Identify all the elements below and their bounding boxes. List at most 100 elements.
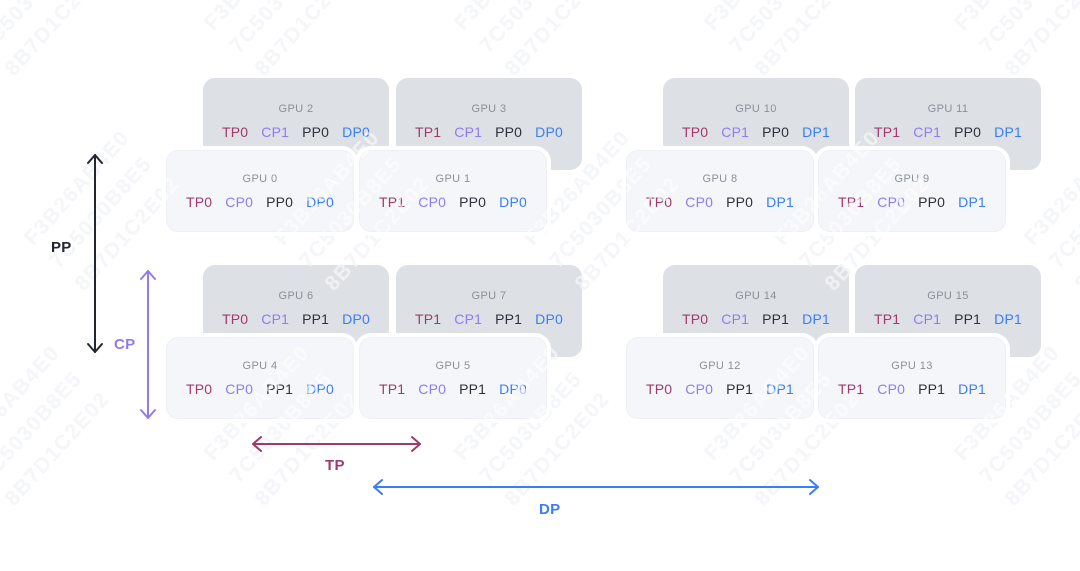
cp-rank-tag: CP0 xyxy=(225,193,254,210)
tp-rank-tag: TP1 xyxy=(378,193,406,210)
gpu-card-12: GPU 12 TP0 CP0 PP1 DP1 xyxy=(626,337,814,419)
rank-tags: TP1 CP1 PP1 DP1 xyxy=(874,311,1022,327)
cp-rank-tag: CP0 xyxy=(877,193,906,210)
cp-rank-tag: CP0 xyxy=(418,380,447,397)
gpu-card-title: GPU 7 xyxy=(471,289,507,302)
tp-rank-tag: TP1 xyxy=(414,310,442,327)
dp-axis-arrow xyxy=(373,479,819,495)
tp-rank-tag: TP0 xyxy=(185,193,213,210)
tp-rank-tag: TP1 xyxy=(378,380,406,397)
dp-rank-tag: DP1 xyxy=(802,310,831,327)
pp-rank-tag: PP0 xyxy=(495,123,523,140)
cp-rank-tag: CP1 xyxy=(721,123,750,140)
pp-rank-tag: PP0 xyxy=(302,123,330,140)
rank-tags: TP1 CP0 PP0 DP1 xyxy=(838,194,986,210)
dp-rank-tag: DP1 xyxy=(994,310,1023,327)
rank-tags: TP1 CP0 PP1 DP1 xyxy=(838,381,986,397)
gpu-card-title: GPU 5 xyxy=(435,359,471,372)
rank-tags: TP0 CP0 PP0 DP1 xyxy=(646,194,794,210)
tp-rank-tag: TP1 xyxy=(837,380,865,397)
pp-rank-tag: PP0 xyxy=(954,123,982,140)
pp-rank-tag: PP1 xyxy=(918,380,946,397)
tp-rank-tag: TP0 xyxy=(185,380,213,397)
dp-rank-tag: DP0 xyxy=(535,123,564,140)
pp-rank-tag: PP1 xyxy=(459,380,487,397)
rank-tags: TP0 CP0 PP1 DP0 xyxy=(186,381,334,397)
cp-rank-tag: CP1 xyxy=(261,123,290,140)
gpu-card-5: GPU 5 TP1 CP0 PP1 DP0 xyxy=(359,337,547,419)
dp-rank-tag: DP0 xyxy=(342,123,371,140)
cp-rank-tag: CP1 xyxy=(913,123,942,140)
dp-axis-label: DP xyxy=(539,501,561,518)
rank-tags: TP0 CP1 PP0 DP0 xyxy=(222,124,370,140)
dp-rank-tag: DP1 xyxy=(802,123,831,140)
gpu-card-title: GPU 13 xyxy=(891,359,933,372)
tp-rank-tag: TP0 xyxy=(645,193,673,210)
gpu-card-title: GPU 4 xyxy=(242,359,278,372)
gpu-card-title: GPU 2 xyxy=(278,102,314,115)
gpu-card-title: GPU 12 xyxy=(699,359,741,372)
rank-tags: TP0 CP0 PP0 DP0 xyxy=(186,194,334,210)
cp-rank-tag: CP0 xyxy=(685,193,714,210)
gpu-card-8: GPU 8 TP0 CP0 PP0 DP1 xyxy=(626,150,814,232)
rank-tags: TP0 CP1 PP1 DP0 xyxy=(222,311,370,327)
dp-rank-tag: DP0 xyxy=(306,380,335,397)
dp-rank-tag: DP1 xyxy=(766,193,795,210)
gpu-card-title: GPU 15 xyxy=(927,289,969,302)
pp-rank-tag: PP0 xyxy=(762,123,790,140)
cp-rank-tag: CP1 xyxy=(721,310,750,327)
pp-axis-arrow xyxy=(87,154,103,353)
cp-rank-tag: CP0 xyxy=(685,380,714,397)
gpu-card-title: GPU 3 xyxy=(471,102,507,115)
cp-rank-tag: CP0 xyxy=(225,380,254,397)
gpu-card-title: GPU 9 xyxy=(894,172,930,185)
tp-rank-tag: TP1 xyxy=(837,193,865,210)
rank-tags: TP1 CP1 PP0 DP1 xyxy=(874,124,1022,140)
gpu-card-title: GPU 10 xyxy=(735,102,777,115)
cp-rank-tag: CP0 xyxy=(418,193,447,210)
pp-rank-tag: PP0 xyxy=(459,193,487,210)
cp-axis-arrow xyxy=(140,270,156,419)
gpu-card-title: GPU 1 xyxy=(435,172,471,185)
pp-axis-label: PP xyxy=(51,239,72,256)
tp-rank-tag: TP1 xyxy=(873,123,901,140)
dp-rank-tag: DP1 xyxy=(994,123,1023,140)
pp-rank-tag: PP0 xyxy=(726,193,754,210)
tp-rank-tag: TP0 xyxy=(645,380,673,397)
gpu-card-1: GPU 1 TP1 CP0 PP0 DP0 xyxy=(359,150,547,232)
gpu-card-title: GPU 11 xyxy=(927,102,969,115)
pp-rank-tag: PP1 xyxy=(954,310,982,327)
gpu-card-title: GPU 8 xyxy=(702,172,738,185)
rank-tags: TP1 CP0 PP0 DP0 xyxy=(379,194,527,210)
tp-rank-tag: TP0 xyxy=(681,123,709,140)
rank-tags: TP1 CP0 PP1 DP0 xyxy=(379,381,527,397)
rank-tags: TP0 CP0 PP1 DP1 xyxy=(646,381,794,397)
gpu-card-13: GPU 13 TP1 CP0 PP1 DP1 xyxy=(818,337,1006,419)
gpu-card-0: GPU 0 TP0 CP0 PP0 DP0 xyxy=(166,150,354,232)
dp-rank-tag: DP1 xyxy=(958,380,987,397)
gpu-card-4: GPU 4 TP0 CP0 PP1 DP0 xyxy=(166,337,354,419)
dp-rank-tag: DP0 xyxy=(499,380,528,397)
gpu-card-title: GPU 6 xyxy=(278,289,314,302)
rank-tags: TP1 CP1 PP0 DP0 xyxy=(415,124,563,140)
cp-axis-label: CP xyxy=(114,336,136,353)
dp-rank-tag: DP0 xyxy=(342,310,371,327)
cp-rank-tag: CP1 xyxy=(454,123,483,140)
cp-rank-tag: CP1 xyxy=(913,310,942,327)
tp-rank-tag: TP0 xyxy=(681,310,709,327)
tp-rank-tag: TP1 xyxy=(414,123,442,140)
rank-tags: TP1 CP1 PP1 DP0 xyxy=(415,311,563,327)
tp-rank-tag: TP0 xyxy=(221,310,249,327)
